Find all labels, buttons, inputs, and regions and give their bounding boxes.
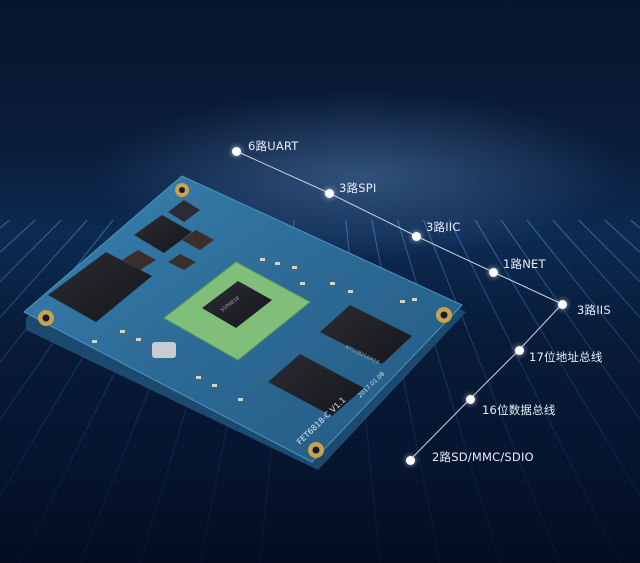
callout-label-sdio: 2路SD/MMC/SDIO (432, 450, 534, 464)
callout-label-uart: 6路UART (248, 139, 299, 153)
callout-label-spi: 3路SPI (339, 181, 377, 195)
callout-dot (514, 345, 524, 355)
callout-label-iic: 3路IIC (426, 220, 461, 234)
crystal (152, 342, 176, 358)
callout-dot (411, 231, 421, 241)
callout-dot (465, 394, 475, 404)
callout-label-address-bus: 17位地址总线 (529, 350, 603, 364)
emmc-chip (48, 252, 152, 322)
callout-label-iis: 3路IIS (577, 303, 611, 317)
callout-label-net: 1路NET (503, 257, 546, 271)
callout-dot (557, 299, 567, 309)
callout-label-data-bus: 16位数据总线 (482, 403, 556, 417)
callout-dot (405, 455, 415, 465)
ddr-chip (320, 305, 412, 364)
ddr-chip (268, 354, 364, 416)
pmic-chip (134, 215, 192, 253)
callout-dot (324, 188, 334, 198)
callout-dot (231, 146, 241, 156)
cpu-chip (202, 281, 272, 328)
callout-dot (488, 267, 498, 277)
